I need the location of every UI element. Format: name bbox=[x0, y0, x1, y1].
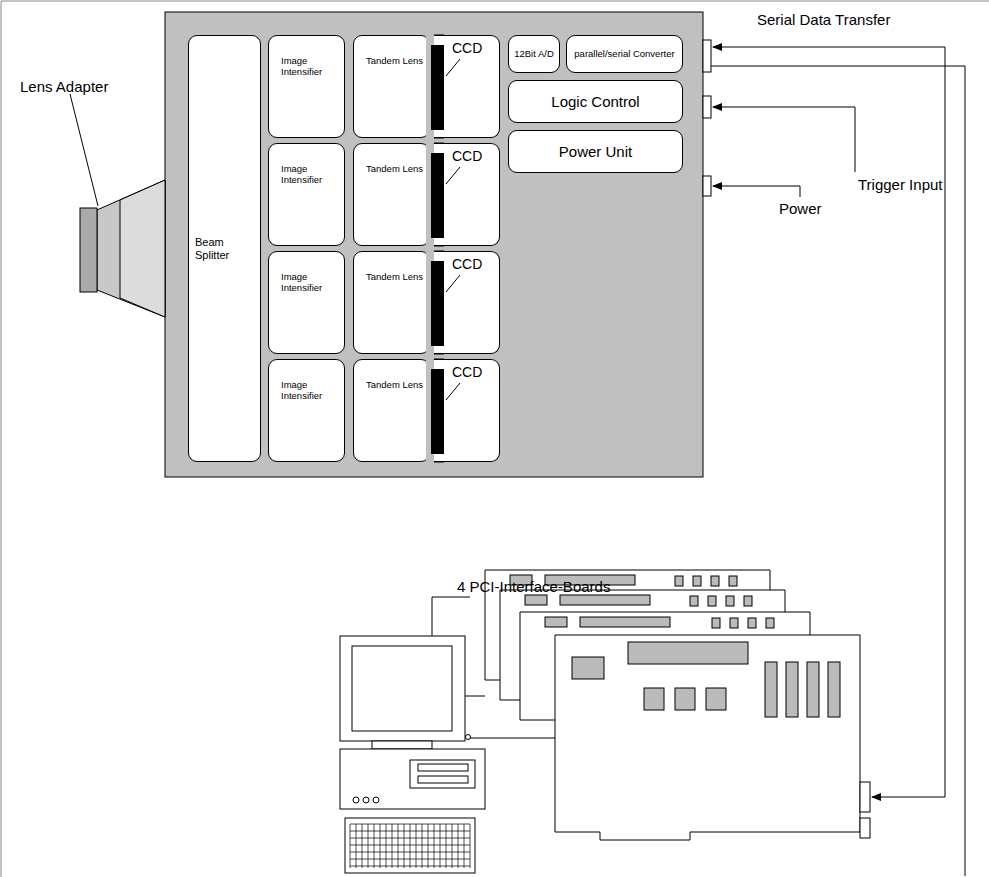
optic-box: Image Intensifier bbox=[268, 143, 345, 246]
part-label: Lens Adapter bbox=[20, 78, 108, 95]
keyboard-keys bbox=[350, 824, 470, 868]
computer bbox=[340, 597, 555, 873]
box-label: 12Bit A/D bbox=[511, 49, 557, 60]
box-label: Tandem Lens bbox=[354, 144, 429, 175]
leader-line bbox=[70, 94, 98, 206]
box-label: Image Intensifier bbox=[269, 144, 344, 186]
serial-connector bbox=[703, 40, 711, 72]
ccd-box: CCD bbox=[434, 251, 500, 354]
box-label: Beam Splitter bbox=[195, 236, 254, 261]
part-label: Power bbox=[779, 200, 822, 217]
ccd-box: CCD bbox=[434, 359, 500, 462]
ccd-box: CCD bbox=[434, 143, 500, 246]
pci-board bbox=[485, 570, 870, 840]
box-label: Logic Control bbox=[551, 93, 639, 110]
lens-adapter bbox=[120, 180, 165, 317]
power-wire bbox=[713, 186, 800, 197]
optic-box: Image Intensifier bbox=[268, 251, 345, 354]
box-label: Image Intensifier bbox=[269, 360, 344, 402]
box-label: Image Intensifier bbox=[269, 36, 344, 78]
part-label: Trigger Input bbox=[858, 176, 943, 193]
lens-adapter bbox=[80, 208, 97, 292]
optic-box: Tandem Lens bbox=[353, 35, 430, 138]
optic-box: Tandem Lens bbox=[353, 251, 430, 354]
electronics-box: parallel/serial Converter bbox=[566, 35, 683, 73]
box-label: CCD bbox=[451, 364, 483, 380]
part-label: Serial Data Transfer bbox=[757, 11, 890, 28]
box-label: CCD bbox=[451, 40, 483, 56]
camera-housing bbox=[165, 12, 703, 477]
trigger-wire bbox=[713, 107, 855, 172]
box-label: Tandem Lens bbox=[354, 36, 429, 67]
optic-box: Tandem Lens bbox=[353, 143, 430, 246]
trigger-connector bbox=[703, 96, 711, 118]
lens-adapter bbox=[97, 180, 165, 317]
power-connector bbox=[703, 176, 711, 196]
box-label: Image Intensifier bbox=[269, 252, 344, 294]
box-label: CCD bbox=[451, 256, 483, 272]
box-label: Tandem Lens bbox=[354, 252, 429, 283]
optic-box: Tandem Lens bbox=[353, 359, 430, 462]
electronics-box: Power Unit bbox=[508, 130, 683, 173]
box-label: Tandem Lens bbox=[354, 360, 429, 391]
ccd-box: CCD bbox=[434, 35, 500, 138]
electronics-box: Logic Control bbox=[508, 80, 683, 123]
part-label: 4 PCI-Interface-Boards bbox=[457, 578, 610, 595]
optic-box: Image Intensifier bbox=[268, 35, 345, 138]
box-label: parallel/serial Converter bbox=[571, 49, 677, 60]
electronics-box: 12Bit A/D bbox=[508, 35, 560, 73]
optic-box: Image Intensifier bbox=[268, 359, 345, 462]
box-label: Power Unit bbox=[559, 143, 632, 160]
box-label: CCD bbox=[451, 148, 483, 164]
beam-splitter-box: Beam Splitter bbox=[188, 35, 261, 462]
